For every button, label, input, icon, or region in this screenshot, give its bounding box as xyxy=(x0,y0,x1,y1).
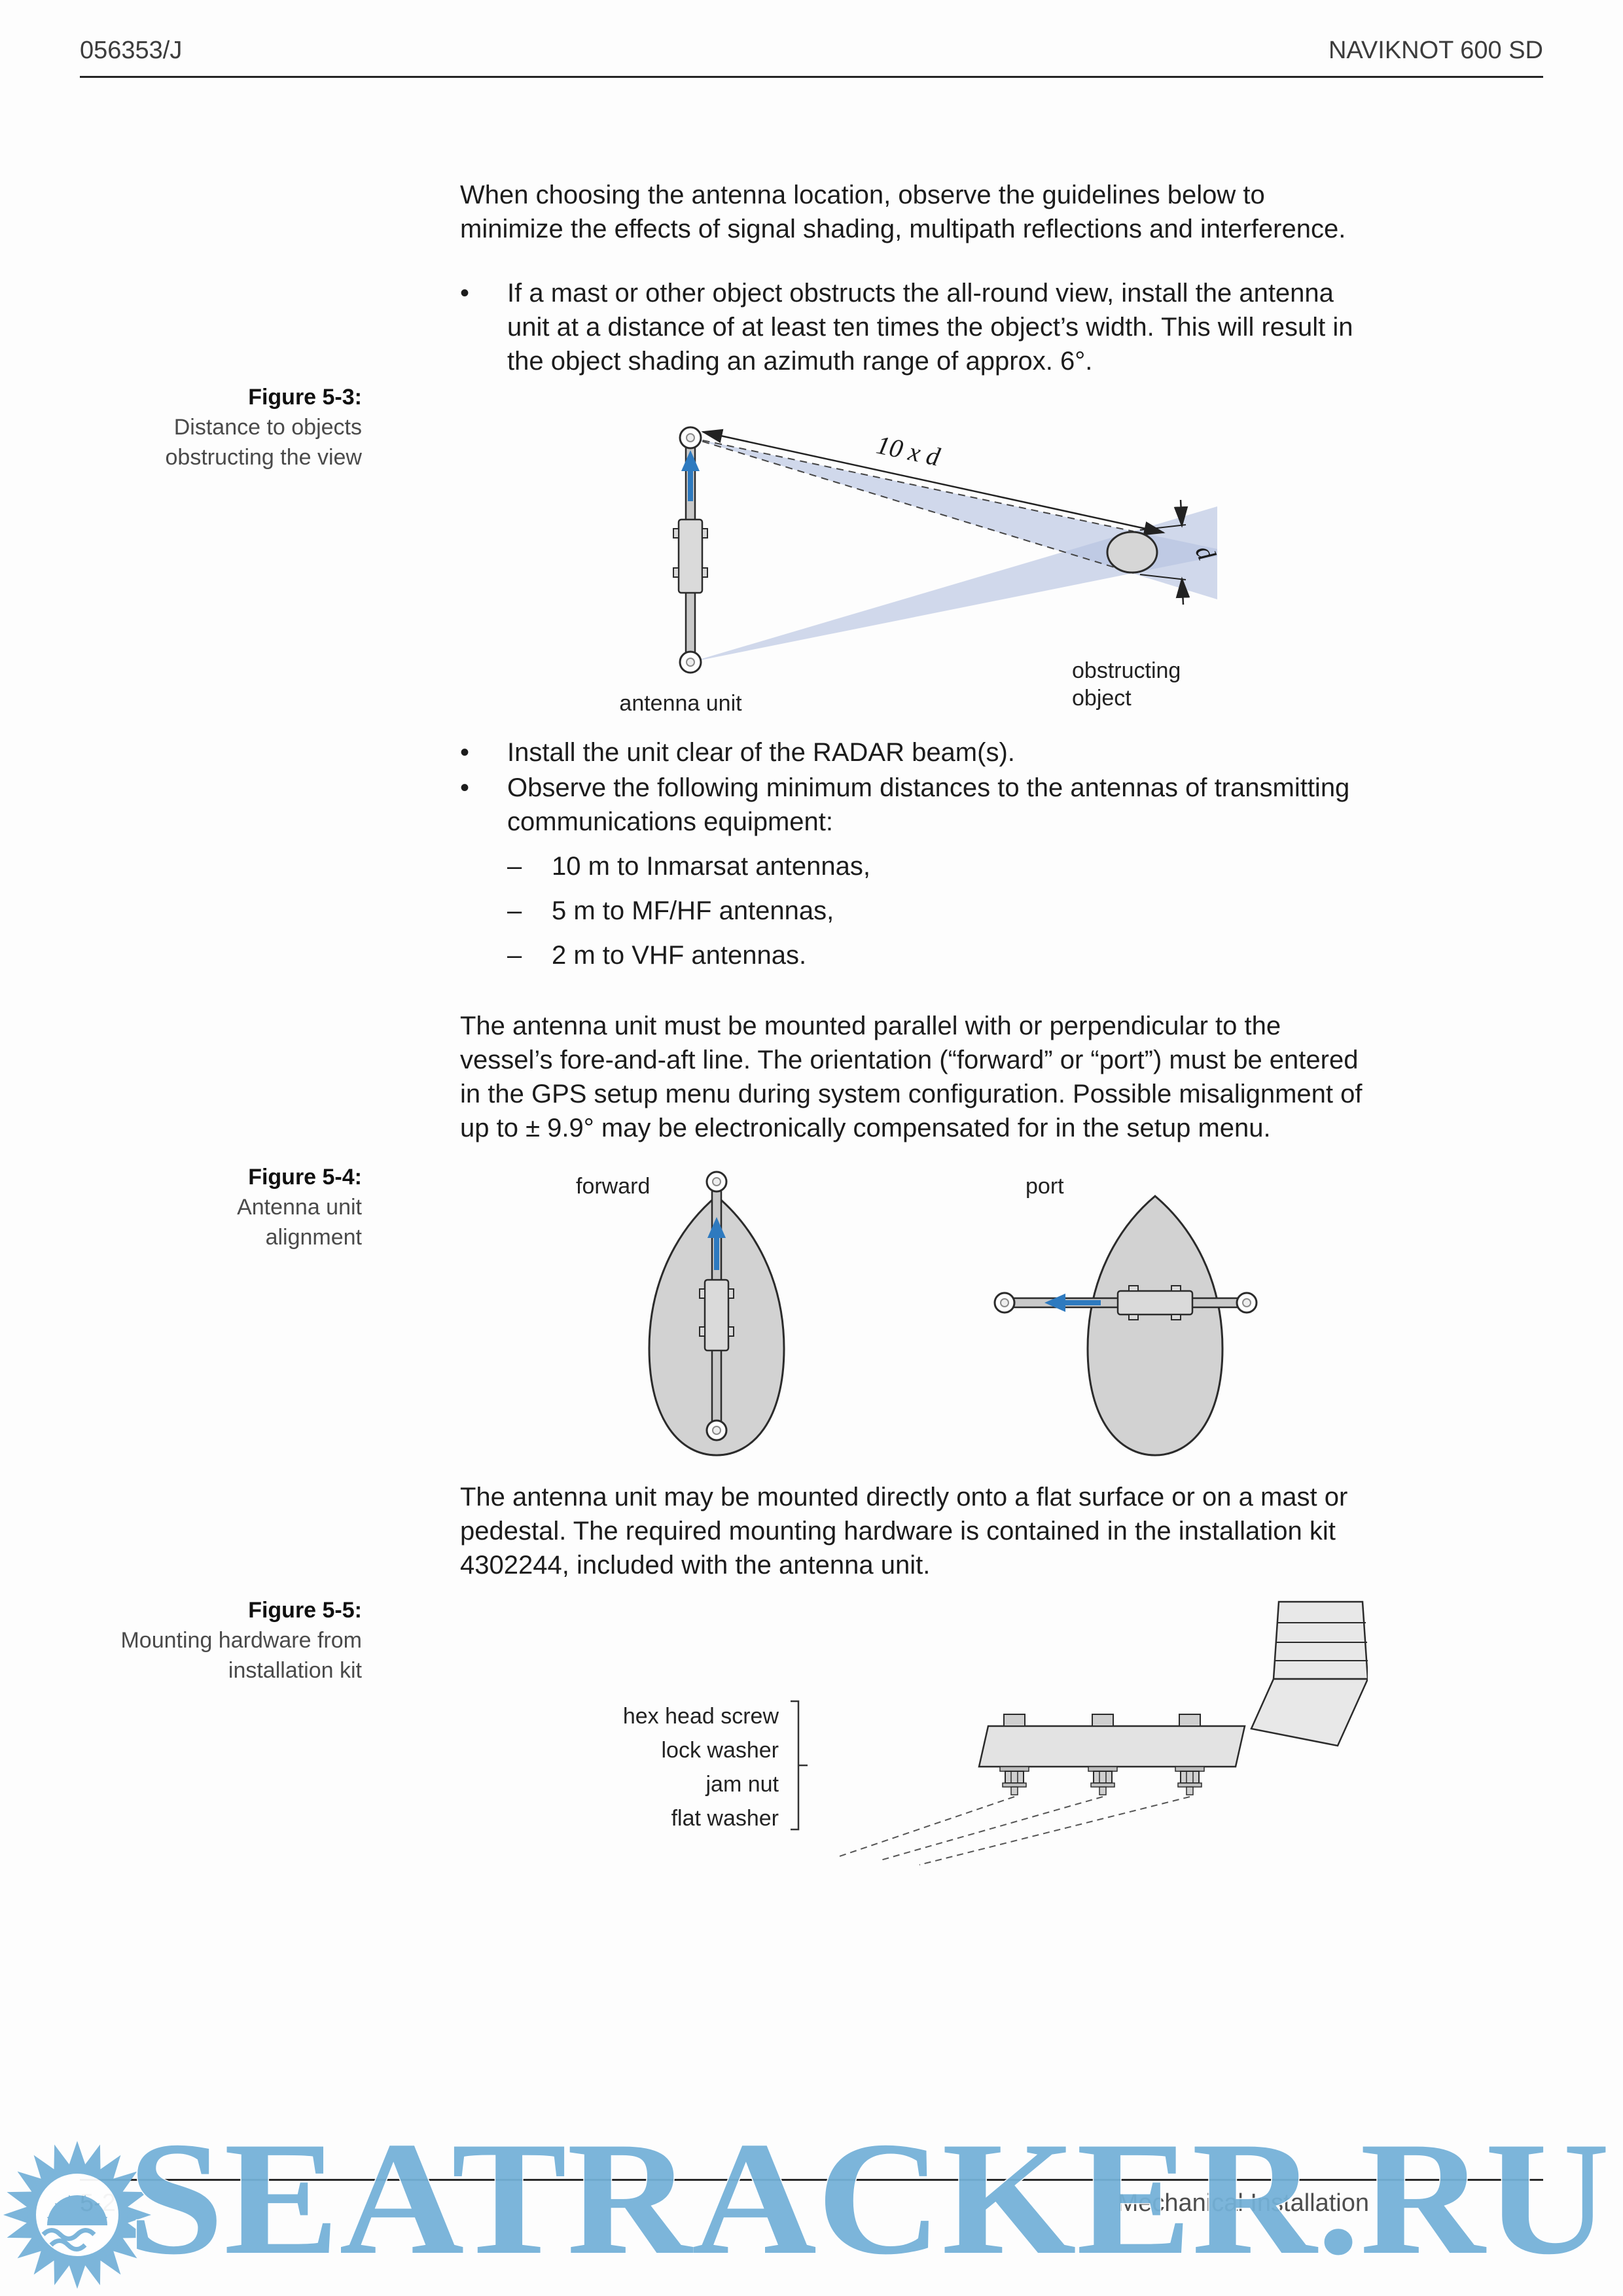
figure-5-3-label: Figure 5-3: xyxy=(248,385,362,410)
forward-label: forward xyxy=(576,1174,650,1199)
obstructing-object-label-line2: object xyxy=(1072,686,1132,711)
dimension-label: 10 x d xyxy=(874,430,943,472)
pedestal-graphic xyxy=(1250,1600,1368,1747)
dash-marker: – xyxy=(507,896,522,925)
antenna-unit-label: antenna unit xyxy=(619,691,742,716)
bullet-radar: • Install the unit clear of the RADAR be… xyxy=(460,735,1371,769)
figure-5-3-diagram: 10 x d xyxy=(619,426,1217,716)
bullet-marker: • xyxy=(460,279,470,308)
doc-number: 056353/J xyxy=(80,37,183,64)
distance-item-mfhf: – 5 m to MF/HF antennas, xyxy=(460,894,1371,928)
forward-arrow-icon xyxy=(707,1217,726,1270)
bullet-distances-text: Observe the following minimum distances … xyxy=(507,773,1350,836)
forward-arrow-icon xyxy=(681,450,700,501)
page-number: 5-2 xyxy=(80,2189,116,2217)
bullet-marker: • xyxy=(460,738,470,767)
leader-lines xyxy=(837,1796,1190,1865)
footer-rule xyxy=(80,2179,1543,2181)
port-label: port xyxy=(1026,1174,1064,1199)
figure-5-4-label: Figure 5-4: xyxy=(248,1165,362,1190)
hardware-label-jam-nut: jam nut xyxy=(705,1772,779,1797)
distance-dimension: 10 x d xyxy=(701,429,1166,536)
bullet-obstruction: • If a mast or other object obstructs th… xyxy=(460,276,1371,378)
figure-5-5-caption-line1: Mounting hardware from xyxy=(120,1628,362,1653)
distance-inmarsat-text: 10 m to Inmarsat antennas, xyxy=(552,852,870,881)
figure-5-3-caption-line1: Distance to objects xyxy=(173,415,362,440)
figure-5-4-caption-line1: Antenna unit xyxy=(237,1195,362,1220)
bullet-radar-text: Install the unit clear of the RADAR beam… xyxy=(507,738,1015,767)
page-footer: 5-2 Mechanical Installation xyxy=(80,2189,1369,2217)
page-content: When choosing the antenna location, obse… xyxy=(80,178,1543,1877)
hardware-label-flat-washer: flat washer xyxy=(671,1806,779,1831)
bullet-obstruction-text: If a mast or other object obstructs the … xyxy=(507,279,1353,376)
figure-5-4-diagram: forward xyxy=(576,1171,1258,1457)
chapter-title: Mechanical Installation xyxy=(1117,2189,1369,2217)
figure-5-5-caption-line2: installation kit xyxy=(228,1658,362,1683)
distance-item-vhf: – 2 m to VHF antennas. xyxy=(460,938,1371,972)
paragraph-antenna-location: When choosing the antenna location, obse… xyxy=(460,181,1346,243)
figure-5-5-caption: Figure 5-5: Mounting hardware from insta… xyxy=(80,1595,460,1686)
label-bracket xyxy=(791,1700,800,1831)
bullet-distances: • Observe the following minimum distance… xyxy=(460,771,1371,839)
distance-mfhf-text: 5 m to MF/HF antennas, xyxy=(552,896,834,925)
product-name: NAVIKNOT 600 SD xyxy=(1328,37,1543,64)
figure-5-3-caption-line2: obstructing the view xyxy=(165,445,363,470)
paragraph-orientation: The antenna unit must be mounted paralle… xyxy=(460,1012,1363,1142)
hardware-label-lock-washer: lock washer xyxy=(661,1738,779,1763)
figure-5-4-caption: Figure 5-4: Antenna unit alignment xyxy=(80,1162,460,1252)
figure-5-3-caption: Figure 5-3: Distance to objects obstruct… xyxy=(80,382,460,472)
antenna-unit-graphic xyxy=(673,426,708,674)
figure-5-5-diagram: hex head screw lock washer jam nut flat … xyxy=(623,1600,1368,1865)
boat-port-graphic xyxy=(993,1195,1258,1457)
mounting-plate-graphic xyxy=(978,1725,1246,1768)
figure-5-4-caption-line2: alignment xyxy=(265,1225,362,1250)
dash-marker: – xyxy=(507,852,522,881)
boat-forward-graphic xyxy=(648,1171,785,1457)
obstructing-object-label-line1: obstructing xyxy=(1072,658,1181,683)
header-rule xyxy=(80,76,1543,78)
page-header: 056353/J NAVIKNOT 600 SD xyxy=(80,37,1543,65)
distance-item-inmarsat: – 10 m to Inmarsat antennas, xyxy=(460,849,1371,883)
dash-marker: – xyxy=(507,941,522,970)
figure-5-5-label: Figure 5-5: xyxy=(248,1598,362,1623)
port-arrow-icon xyxy=(1044,1294,1101,1312)
paragraph-mounting: The antenna unit may be mounted directly… xyxy=(460,1483,1348,1580)
distance-vhf-text: 2 m to VHF antennas. xyxy=(552,941,807,970)
hardware-label-hex-head-screw: hex head screw xyxy=(623,1704,779,1729)
fastener-set-graphic xyxy=(999,1714,1205,1795)
obstructing-object-graphic xyxy=(1106,531,1158,574)
bullet-marker: • xyxy=(460,773,470,802)
